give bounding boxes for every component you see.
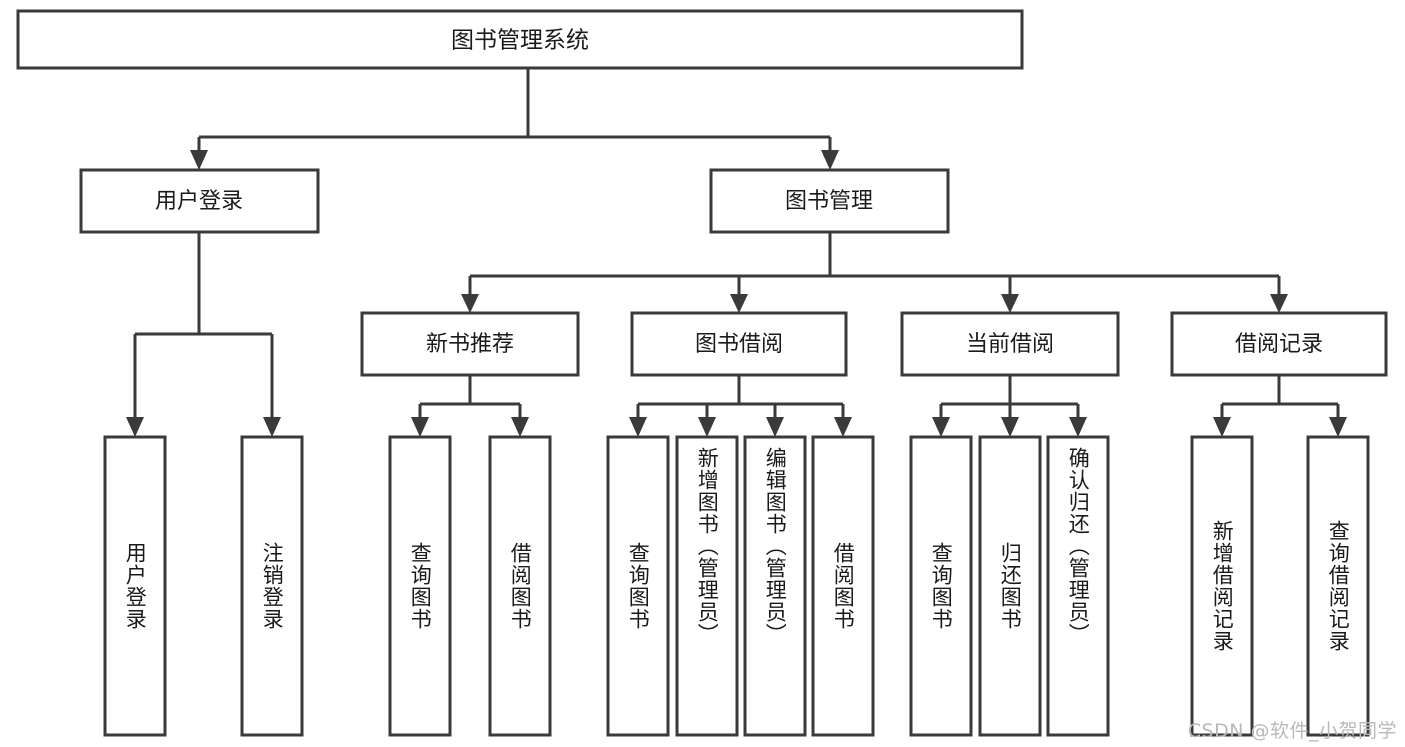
node-borrow-record-label: 借阅记录: [1235, 332, 1323, 357]
leaf-box-new-book-1[interactable]: [388, 435, 452, 737]
leaf-box-user-login-1[interactable]: [103, 435, 167, 737]
leaf-box-current-borrow-1[interactable]: [909, 435, 973, 737]
arrow-newbook-leaf-1: [411, 417, 429, 437]
leaf-box-borrow-record-2[interactable]: [1306, 435, 1370, 737]
arrow-to-borrow-record: [1270, 294, 1288, 313]
leaf-box-borrow-record-1[interactable]: [1190, 435, 1254, 737]
node-book-manage-label: 图书管理: [785, 189, 873, 214]
node-root-box[interactable]: [16, 9, 1024, 70]
arrow-currentborrow-leaf-2: [1001, 417, 1019, 437]
leaf-box-user-login-2[interactable]: [240, 435, 304, 737]
leaf-box-book-borrow-4[interactable]: [811, 435, 875, 737]
arrow-userlogin-leaf-1: [126, 417, 144, 437]
arrow-currentborrow-leaf-3: [1069, 417, 1087, 437]
leaf-box-book-borrow-2[interactable]: [675, 435, 739, 737]
arrow-borrowrecord-leaf-1: [1213, 417, 1231, 437]
leaf-box-current-borrow-2[interactable]: [978, 435, 1042, 737]
arrow-bookborrow-leaf-4: [834, 417, 852, 437]
arrow-currentborrow-leaf-1: [932, 417, 950, 437]
arrow-root-to-book-manage: [821, 150, 839, 170]
node-current-borrow[interactable]: 当前借阅: [900, 311, 1120, 377]
arrow-bookborrow-leaf-2: [698, 417, 716, 437]
connector-layer: [126, 68, 1347, 437]
arrow-to-book-borrow: [730, 294, 748, 313]
arrow-bookborrow-leaf-1: [629, 417, 647, 437]
node-book-manage[interactable]: 图书管理: [709, 168, 950, 234]
node-user-login-box[interactable]: [79, 168, 320, 234]
node-root[interactable]: 图书管理系统: [16, 9, 1024, 70]
arrow-borrowrecord-leaf-2: [1329, 417, 1347, 437]
arrow-to-new-book: [461, 294, 479, 313]
node-new-book-recommend-box[interactable]: [360, 311, 580, 377]
node-book-manage-box[interactable]: [709, 168, 950, 234]
arrow-userlogin-leaf-2: [263, 417, 281, 437]
arrow-bookborrow-leaf-3: [766, 417, 784, 437]
leaf-box-book-borrow-3[interactable]: [743, 435, 807, 737]
node-user-login[interactable]: 用户登录: [79, 168, 320, 234]
watermark-text: CSDN @软件_小贺同学: [1187, 720, 1397, 742]
node-book-borrow-label: 图书借阅: [695, 332, 783, 357]
node-root-label: 图书管理系统: [451, 28, 589, 54]
node-current-borrow-label: 当前借阅: [966, 332, 1054, 357]
node-borrow-record[interactable]: 借阅记录: [1170, 311, 1388, 377]
leaf-box-book-borrow-1[interactable]: [606, 435, 670, 737]
leaf-box-current-borrow-3[interactable]: [1046, 435, 1110, 737]
node-user-login-label: 用户登录: [155, 189, 243, 214]
node-borrow-record-box[interactable]: [1170, 311, 1388, 377]
arrow-root-to-user-login: [190, 150, 208, 170]
node-book-borrow-box[interactable]: [630, 311, 848, 377]
node-current-borrow-box[interactable]: [900, 311, 1120, 377]
leaf-box-new-book-2[interactable]: [488, 435, 552, 737]
node-book-borrow[interactable]: 图书借阅: [630, 311, 848, 377]
node-new-book-recommend[interactable]: 新书推荐: [360, 311, 580, 377]
arrow-to-current-borrow: [1001, 294, 1019, 313]
arrow-newbook-leaf-2: [511, 417, 529, 437]
node-new-book-recommend-label: 新书推荐: [426, 332, 514, 357]
